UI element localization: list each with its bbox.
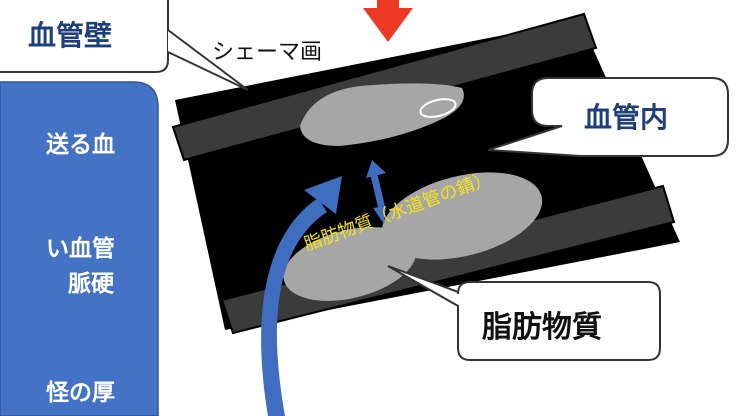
left-panel-line-2: い血管	[46, 236, 115, 262]
left-panel-line-4: 怪の厚	[46, 380, 115, 406]
callout-vessel-wall-label: 血管壁	[28, 19, 113, 52]
curved-blue-arrow-icon	[261, 198, 327, 416]
lower-plaque-right	[381, 172, 543, 260]
lower-plaque-left	[283, 227, 417, 301]
plaque-highlight	[419, 98, 457, 118]
callout-vessel-wall-box	[0, 0, 168, 72]
callout-vessel-wall-tail	[167, 29, 249, 91]
red-down-arrow-icon	[363, 0, 413, 42]
upper-plaque	[300, 83, 464, 146]
callout-inside-box	[487, 77, 729, 157]
callout-inside-vessel-label: 血管内	[584, 101, 669, 134]
callout-fatty-box	[387, 265, 661, 361]
curved-arrow-head	[304, 176, 342, 214]
callout-fatty-substance-label: 脂肪物質	[482, 310, 602, 345]
left-panel-line-3: 脈硬	[68, 271, 114, 297]
schema-caption: シェーマ画	[212, 40, 323, 65]
double-arrow-icon	[366, 160, 386, 224]
left-panel-line-1: 送る血	[46, 132, 115, 158]
